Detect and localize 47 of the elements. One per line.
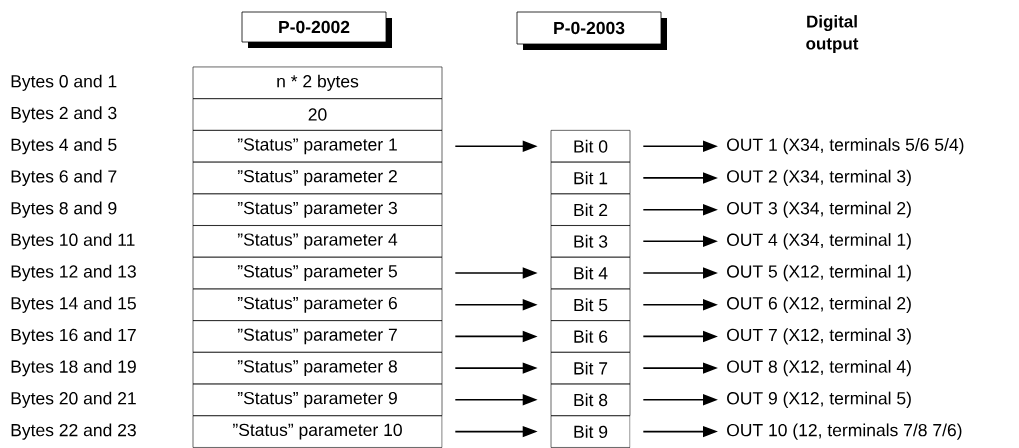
byte-label: Bytes 8 and 9	[11, 201, 117, 218]
table-cell: ”Status” parameter 6	[192, 288, 443, 321]
output-label: OUT 2 (X34, terminal 3)	[727, 169, 911, 187]
byte-label: Bytes 6 and 7	[11, 169, 117, 187]
column-heading: Digital output	[806, 15, 859, 53]
byte-label: Bytes 20 and 21	[11, 391, 136, 408]
table-cell: Bit 6	[550, 320, 631, 353]
output-label: OUT 3 (X34, terminal 2)	[727, 201, 911, 218]
output-label: OUT 5 (X12, terminal 1)	[727, 264, 911, 282]
table-cell: n * 2 bytes	[192, 66, 443, 99]
table-cell: Bit 0	[550, 130, 631, 163]
table-cell: 20	[192, 98, 443, 131]
table-cell: Bit 4	[550, 256, 631, 290]
table-cell: Bit 9	[550, 415, 631, 448]
byte-label: Bytes 10 and 11	[11, 233, 135, 250]
table-cell: ”Status” parameter 7	[192, 320, 443, 353]
table-cell: ”Status” parameter 3	[192, 193, 443, 226]
byte-label: Bytes 18 and 19	[11, 359, 136, 377]
table-cell: Bit 1	[550, 161, 631, 195]
table-cell: ”Status” parameter 5	[192, 256, 443, 290]
byte-label: Bytes 12 and 13	[11, 264, 136, 282]
table-cell: Bit 7	[550, 351, 631, 385]
output-label: OUT 8 (X12, terminal 4)	[727, 359, 911, 377]
table-cell: Bit 8	[550, 383, 631, 416]
output-label: OUT 10 (12, terminals 7/8 7/6)	[727, 423, 962, 440]
byte-label: Bytes 16 and 17	[11, 328, 136, 345]
table-cell: ”Status” parameter 2	[192, 161, 443, 195]
table-cell: ”Status” parameter 4	[192, 225, 443, 258]
byte-label: Bytes 0 and 1	[11, 74, 117, 91]
parameter-header-box: P-0-2003	[516, 11, 667, 50]
parameter-header-box: P-0-2002	[241, 11, 392, 48]
table-cell: ”Status” parameter 1	[192, 130, 443, 163]
output-label: OUT 7 (X12, terminal 3)	[727, 328, 911, 345]
byte-label: Bytes 22 and 23	[11, 423, 136, 440]
output-label: OUT 6 (X12, terminal 2)	[727, 296, 911, 313]
byte-label: Bytes 2 and 3	[11, 106, 117, 123]
table-cell: Bit 3	[550, 225, 631, 258]
table-cell: ”Status” parameter 8	[192, 351, 443, 385]
table-cell: ”Status” parameter 9	[192, 383, 443, 416]
table-cell: Bit 5	[550, 288, 631, 321]
output-label: OUT 9 (X12, terminal 5)	[727, 391, 911, 408]
byte-label: Bytes 14 and 15	[11, 296, 136, 313]
output-label: OUT 1 (X34, terminals 5/6 5/4)	[727, 138, 964, 155]
table-cell: ”Status” parameter 10	[192, 415, 443, 448]
output-label: OUT 4 (X34, terminal 1)	[727, 233, 911, 250]
byte-label: Bytes 4 and 5	[11, 138, 117, 155]
table-cell: Bit 2	[550, 193, 631, 226]
